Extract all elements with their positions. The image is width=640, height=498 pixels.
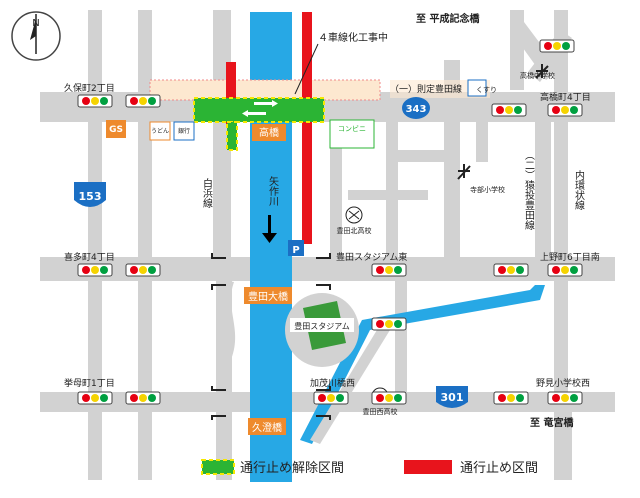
udon-box: [149, 121, 171, 141]
kamochi-label: 加茂川橋西: [310, 377, 355, 389]
construction-leader-line: [294, 43, 319, 95]
takahashi-jhs-label: 高橋中学校: [520, 71, 555, 80]
signal-kotohira-e: [125, 391, 161, 405]
legend-red-label: 通行止め区間: [460, 461, 538, 476]
udon-label: うどん: [151, 127, 169, 135]
to-ryugu-label: 至 竜宮橋: [530, 416, 574, 429]
signal-kubo-e: [125, 94, 161, 108]
gs-box: [106, 120, 126, 138]
signal-nomi-e: [547, 391, 583, 405]
signal-kita-w: [77, 263, 113, 277]
road-vertical-left1: [88, 10, 102, 480]
north-compass-icon: [11, 11, 61, 61]
nomi-school-label: 野見小学校西: [536, 377, 590, 389]
terabe-es-label: 寺部小学校: [470, 185, 505, 194]
stadium-label: 豊田スタジアム: [294, 321, 349, 331]
route-153-shield: [74, 182, 106, 207]
route-343-shield: [402, 97, 430, 119]
traffic-signals: [77, 39, 583, 405]
road-diagonal-stadium: [310, 325, 390, 444]
signal-ueno-w: [493, 263, 529, 277]
legend-red-swatch: [404, 460, 452, 474]
parking-box: [288, 240, 304, 256]
kitamachi4-label: 喜多町4丁目: [64, 251, 115, 263]
konbini-label: コンビニ: [338, 124, 366, 133]
ueno6-label: 上野町6丁目南: [540, 251, 600, 263]
toyota-bridge-label: 豊田大橋: [248, 290, 288, 303]
canal: [300, 285, 545, 444]
road-stadium-east: [395, 281, 407, 392]
signal-kubo-w: [77, 94, 113, 108]
signal-stadium-east-s: [371, 317, 407, 331]
toyota-bridge-label-bg: [244, 287, 292, 304]
signal-kotohira-w: [77, 391, 113, 405]
closed-section-west: [226, 62, 236, 124]
kita-hs-icon: [345, 206, 363, 224]
construction-label: ４車線化工事中: [318, 31, 388, 44]
road-sanage: [535, 122, 551, 257]
road-small2: [386, 122, 398, 257]
stadium-label-bg: [290, 318, 354, 332]
to-heisei-label: 至 平成記念橋: [416, 12, 480, 25]
signal-top-right: [539, 39, 575, 53]
road-winding-left: [218, 280, 236, 362]
road-inner-ring: [554, 10, 568, 480]
kubomachi-label: 久保町2丁目: [64, 82, 115, 94]
signal-stadium-east: [371, 263, 407, 277]
inner-ring-label: 内環状線: [573, 169, 585, 210]
takahashi-bridge-label: 高橋: [259, 126, 279, 139]
two-way-arrows-icon: [242, 100, 278, 117]
pharmacy-label: くすり: [476, 86, 497, 94]
construction-zone-east: [390, 80, 490, 98]
reopened-section-ramp: [226, 121, 238, 151]
toyota-line-label: （一）則定豊田線: [390, 83, 462, 95]
road-vertical-left2: [138, 10, 152, 480]
north-label: N: [32, 18, 39, 29]
signal-kamo-e: [371, 391, 407, 405]
yahagi-river-label: 矢作川: [267, 175, 279, 206]
route-301-shield: [436, 386, 468, 408]
takahashi-bridge-label-bg: [252, 124, 286, 141]
signal-ueno-e: [547, 263, 583, 277]
signal-takahashi-w: [491, 103, 527, 117]
road-bottom-right: [560, 412, 572, 480]
takahashi4-label: 高橋町4丁目: [540, 91, 591, 103]
pharmacy-box: [467, 79, 487, 97]
terabe-school-icon: [457, 164, 471, 180]
reopened-section-bridge: [193, 97, 325, 123]
legend-green-label: 通行止め解除区間: [240, 461, 344, 476]
gs-label: GS: [109, 125, 123, 135]
parking-label: P: [292, 245, 299, 256]
bank-label: 銀行: [178, 127, 190, 135]
nishi-hs-label: 豊田西高校: [363, 407, 398, 416]
river-flow-arrow-icon: [262, 215, 277, 243]
road-small4: [348, 190, 428, 200]
signal-nomi-w: [493, 391, 529, 405]
kotohira1-label: 挙母町1丁目: [64, 377, 115, 389]
bridge-brackets: [211, 253, 331, 420]
kuzumi-bridge-label: 久澄橋: [252, 421, 282, 434]
route-301-label: 301: [441, 391, 464, 404]
takahashi-jhs-icon: [535, 64, 549, 79]
kita-hs-label: 豊田北高校: [337, 226, 372, 235]
shirahama-line-label: 白浜線: [201, 177, 213, 208]
road-small5: [476, 122, 488, 162]
kuzumi-bridge-label-bg: [248, 418, 286, 435]
konbini-box: [329, 119, 375, 149]
signal-kita-e: [125, 263, 161, 277]
signal-kamo-w: [313, 391, 349, 405]
stadium-east-label: 豊田スタジアム東: [336, 251, 407, 263]
road-small1: [330, 122, 342, 257]
route-153-label: 153: [79, 190, 102, 203]
closed-section-east: [302, 12, 312, 244]
bank-box: [173, 121, 195, 141]
sanage-line-label: （二）猿投豊田線: [523, 150, 535, 230]
signal-takahashi-e: [547, 103, 583, 117]
road-small3: [386, 150, 456, 162]
legend-green-swatch: [201, 459, 235, 475]
route-343-label: 343: [406, 104, 427, 115]
